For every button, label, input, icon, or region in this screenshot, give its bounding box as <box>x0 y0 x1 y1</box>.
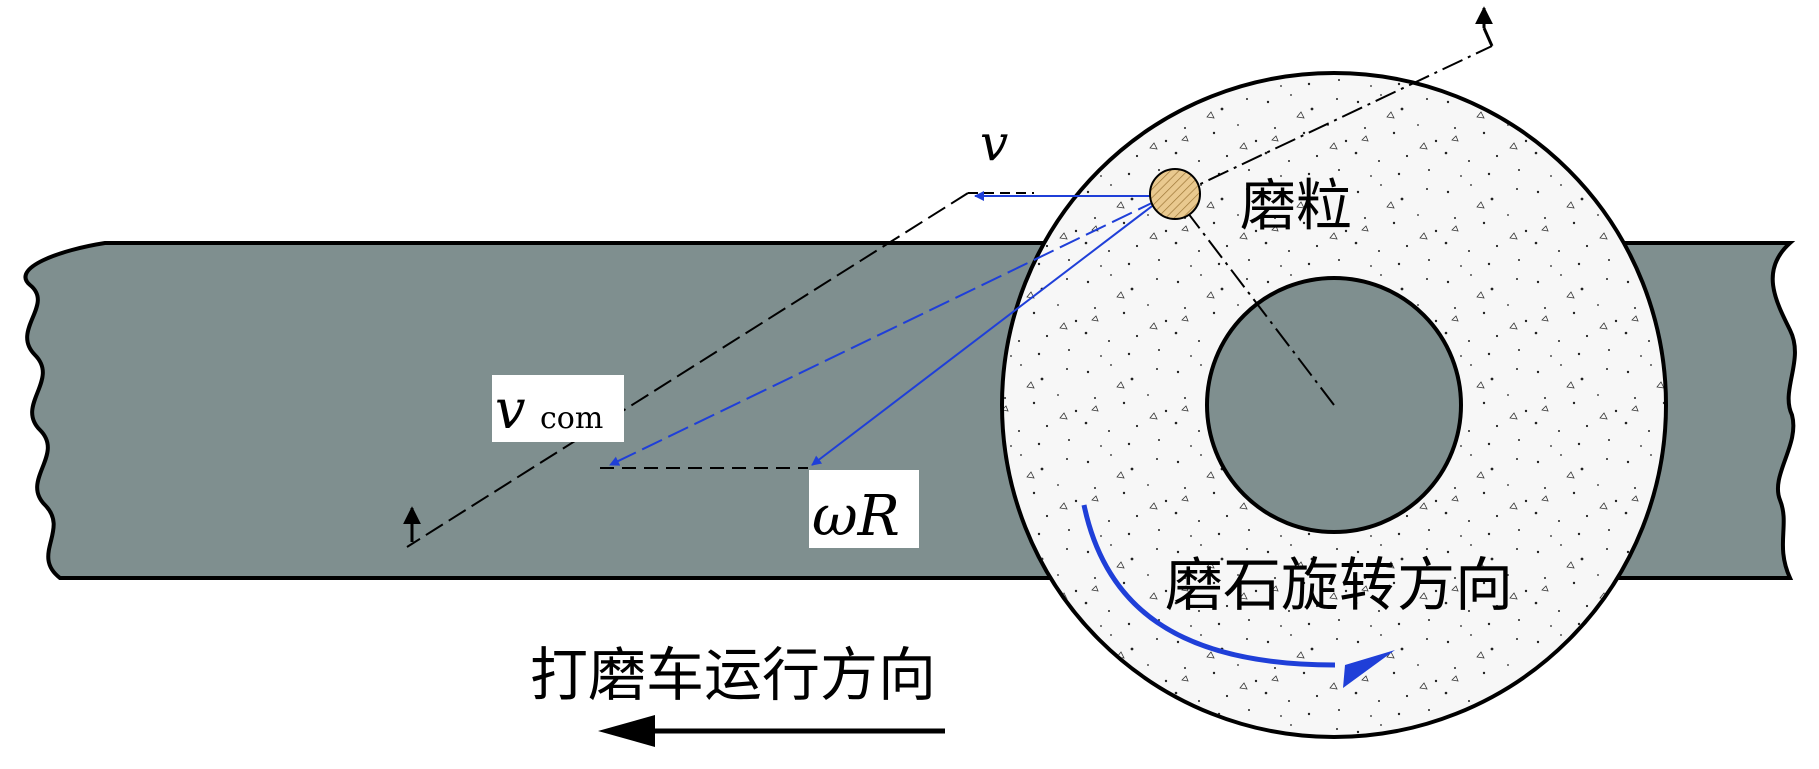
v-label: v <box>980 114 1008 172</box>
axis-tick-top <box>1482 27 1494 47</box>
tangent-axis-line <box>1174 45 1493 197</box>
curved-arrow-icon <box>1081 504 1336 668</box>
left-arrow-head <box>598 715 655 747</box>
omega-r-vector <box>811 199 1161 466</box>
grain-label: 磨粒 <box>1240 174 1352 239</box>
car-direction-label: 打磨车运行方向 <box>530 641 936 709</box>
v-com-label-bg <box>492 375 624 442</box>
v-com-label: v <box>495 378 526 441</box>
abrasive-grain <box>1149 168 1201 220</box>
left-axis-line <box>406 192 969 548</box>
curved-arrow-head <box>1343 650 1395 688</box>
stone-rotation-label: 磨石旋转方向 <box>1165 551 1513 619</box>
omega-r-label-bg <box>809 470 919 548</box>
v-com-vector <box>609 199 1159 466</box>
radius-line <box>1174 195 1335 406</box>
omega-r-label: ωR <box>812 484 900 549</box>
v-com-subscript: com <box>540 401 603 436</box>
